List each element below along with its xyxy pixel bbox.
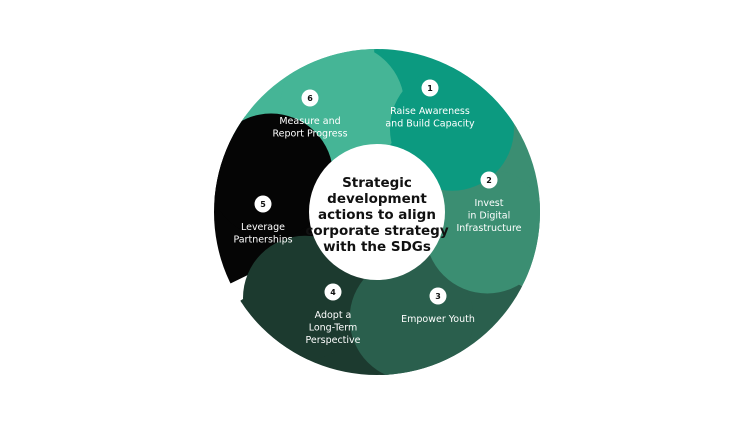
step-label-line: Measure and: [279, 116, 340, 127]
step-badge: [429, 287, 447, 305]
step-number: 1: [427, 84, 433, 93]
segment-lobe-1: [389, 66, 514, 191]
segment-lobe-5: [214, 113, 334, 238]
step-label-line: Invest: [475, 198, 504, 209]
center-title-line: Strategic: [342, 175, 412, 191]
step-label-line: Long-Term: [309, 323, 358, 334]
step-label-line: Infrastructure: [456, 223, 521, 234]
center-title-line: corporate strategy: [305, 223, 448, 239]
center-title-line: actions to align: [318, 207, 436, 223]
segment-lobe-3: [349, 256, 474, 375]
center-title: Strategic development actions to align c…: [305, 175, 448, 255]
step-badge: [254, 195, 272, 213]
center-circle: [309, 144, 445, 280]
segment-lobe-2: [425, 169, 540, 294]
step-number: 4: [330, 288, 336, 297]
step-number: 6: [307, 94, 313, 103]
segment-lobe-4: [243, 235, 368, 360]
step-label-line: and Build Capacity: [385, 119, 475, 130]
step-label-line: Report Progress: [272, 129, 347, 140]
step-label-line: Raise Awareness: [390, 106, 470, 117]
step-label-line: in Digital: [468, 211, 511, 222]
step-badge: [421, 79, 439, 97]
step-number: 2: [486, 176, 492, 185]
step-label-line: Partnerships: [233, 235, 292, 246]
step-badge: [301, 89, 319, 107]
center-title-line: with the SDGs: [323, 239, 431, 255]
step-label-line: Leverage: [241, 222, 285, 233]
center-title-line: development: [327, 191, 427, 207]
step-label-line: Adopt a: [315, 310, 352, 321]
step-number: 5: [260, 200, 266, 209]
step-label-line: Perspective: [305, 335, 360, 346]
step-badge: [480, 171, 498, 189]
step-number: 3: [435, 292, 441, 301]
step-badge: [324, 283, 342, 301]
step-label-line: Empower Youth: [401, 314, 475, 325]
